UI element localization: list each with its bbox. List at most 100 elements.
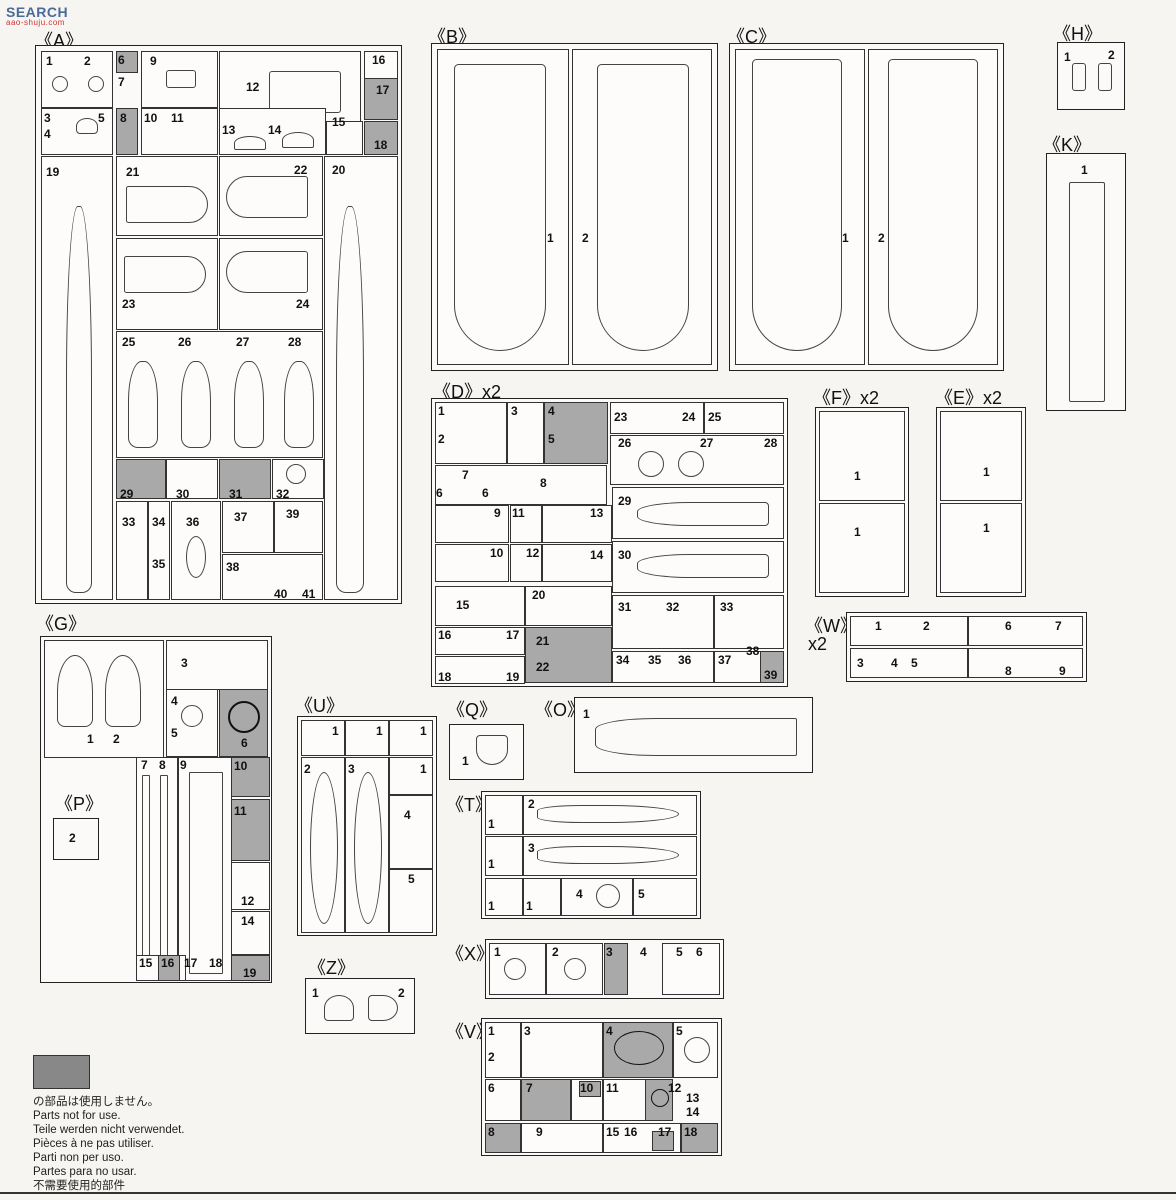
part-number: 8: [540, 476, 547, 490]
part-number: 20: [332, 163, 346, 177]
part-number: 31: [229, 487, 243, 501]
part-cell: [652, 1131, 674, 1151]
part-cell: [523, 878, 561, 916]
part-number: 1: [1081, 163, 1088, 177]
part-outline: [597, 64, 689, 351]
part-number: 10: [234, 759, 248, 773]
part-number: 1: [376, 724, 383, 738]
part-cell: [579, 1081, 601, 1097]
part-number: 3: [857, 656, 864, 670]
part-outline: [537, 805, 679, 823]
part-outline: [1069, 182, 1105, 402]
sprue-h: 1 2: [1057, 42, 1125, 110]
part-number: 2: [84, 54, 91, 68]
sprue-b: 1 2: [431, 43, 718, 371]
part-number: 14: [686, 1105, 700, 1119]
part-number: 4: [548, 404, 555, 418]
sprue-v: 1 2 3 4 5 6 7 10 11 12 13 14 8 9 15 16 1…: [481, 1018, 722, 1156]
part-number: 27: [236, 335, 250, 349]
part-number: 3: [524, 1024, 531, 1038]
part-number: 5: [638, 887, 645, 901]
legend-line: Parti non per uso.: [33, 1152, 124, 1164]
part-number: 26: [618, 436, 632, 450]
sprue-label-x: 《X》: [446, 944, 495, 964]
part-outline: [52, 76, 68, 92]
sprue-x: 1 2 3 4 5 6: [485, 939, 724, 999]
part-number: 17: [184, 956, 198, 970]
part-number: 1: [526, 899, 533, 913]
part-number: 10: [580, 1081, 594, 1095]
part-number: 8: [1005, 664, 1012, 678]
part-number: 34: [152, 515, 166, 529]
part-number: 32: [666, 600, 680, 614]
part-number: 21: [126, 165, 140, 179]
part-number: 3: [606, 945, 613, 959]
part-number: 40: [274, 587, 288, 601]
part-cell: [542, 505, 612, 543]
part-cell: [231, 955, 270, 981]
part-cell: [633, 878, 697, 916]
part-cell: [435, 544, 509, 582]
part-number: 19: [243, 966, 257, 980]
part-cell: [507, 402, 544, 464]
sprue-label-q: 《Q》: [447, 700, 498, 720]
part-number: 17: [376, 83, 390, 97]
part-number: 3: [511, 404, 518, 418]
part-outline: [678, 451, 704, 477]
part-number: 4: [640, 945, 647, 959]
part-cell: [326, 121, 363, 155]
part-number: 14: [241, 914, 255, 928]
part-number: 11: [606, 1081, 619, 1095]
part-cell: [231, 757, 270, 797]
part-outline: [189, 772, 223, 974]
part-outline: [286, 464, 306, 484]
part-number: 5: [676, 1024, 683, 1038]
legend-line: Pièces à ne pas utiliser.: [33, 1138, 154, 1150]
part-outline: [1072, 63, 1086, 91]
part-number: 1: [1064, 50, 1071, 64]
part-outline: [66, 206, 92, 593]
part-number: 7: [462, 468, 469, 482]
part-outline: [888, 59, 978, 351]
part-number: 10: [144, 111, 158, 125]
part-cell: [681, 1123, 718, 1153]
part-number: 36: [678, 653, 692, 667]
part-outline: [88, 76, 104, 92]
sprue-q: 1: [449, 724, 524, 780]
part-number: 35: [648, 653, 662, 667]
part-cell: [612, 595, 714, 649]
part-number: 7: [1055, 619, 1062, 633]
sprue-label-z: 《Z》: [308, 958, 355, 978]
part-number: 4: [576, 887, 583, 901]
part-cell: [435, 505, 509, 543]
part-cell: [364, 78, 398, 120]
part-cell: [525, 627, 612, 683]
part-outline: [564, 958, 586, 980]
part-cell: [521, 1079, 571, 1121]
part-outline: [354, 772, 382, 924]
part-outline: [181, 361, 211, 448]
part-number: 37: [718, 653, 732, 667]
part-cell: [41, 108, 113, 155]
part-number: 25: [122, 335, 136, 349]
part-outline: [234, 361, 264, 448]
part-number: 37: [234, 510, 248, 524]
part-cell: [525, 586, 612, 626]
part-number: 2: [69, 831, 76, 845]
part-outline: [454, 64, 546, 351]
part-outline: [160, 775, 168, 967]
part-cell: [485, 836, 523, 876]
part-number: 32: [276, 487, 290, 501]
part-cell: [435, 465, 607, 505]
part-number: 1: [420, 724, 427, 738]
part-number: 1: [312, 986, 319, 1000]
part-number: 13: [686, 1091, 700, 1105]
part-cell: [148, 501, 170, 600]
part-cell: [345, 720, 389, 756]
part-cell: [485, 878, 523, 916]
part-number: 7: [141, 758, 148, 772]
part-outline: [76, 118, 98, 134]
sprue-d: 1 2 3 4 5 23 24 25 26 27 28 7 6 6 8 9 11…: [431, 398, 788, 687]
part-number: 14: [268, 123, 282, 137]
part-number: 11: [234, 804, 247, 818]
